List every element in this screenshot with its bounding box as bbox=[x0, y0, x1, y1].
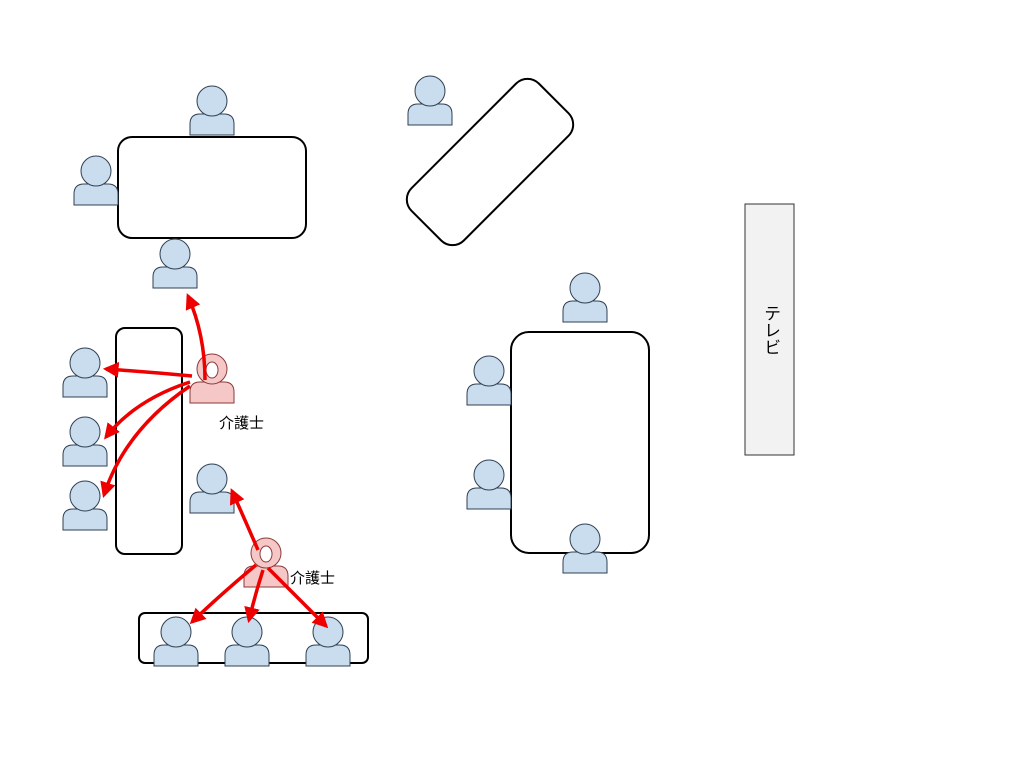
resident-person-7 bbox=[62, 480, 108, 531]
arrow-cg1-to-top-seat bbox=[185, 293, 207, 381]
caregiver-face bbox=[205, 361, 219, 379]
resident-person-8 bbox=[189, 463, 235, 514]
resident-person-3 bbox=[152, 238, 198, 289]
caregiver-label-1: 介護士 bbox=[219, 414, 264, 432]
arrows-group bbox=[100, 293, 329, 629]
resident-person-14 bbox=[224, 616, 270, 667]
arrow-cg2-to-upper-seat bbox=[229, 488, 260, 551]
table-right bbox=[510, 331, 650, 554]
caregiver-label-2: 介護士 bbox=[290, 569, 335, 587]
resident-person-11 bbox=[466, 459, 512, 510]
resident-person-1 bbox=[189, 85, 235, 136]
caregiver-person-2 bbox=[243, 537, 289, 588]
arrow-cg2-to-bottom-seat-3 bbox=[266, 566, 329, 629]
arrow-cg1-to-left-seat-1 bbox=[102, 362, 193, 378]
table-rotated bbox=[405, 77, 575, 247]
resident-person-9 bbox=[562, 272, 608, 323]
resident-person-2 bbox=[73, 155, 119, 206]
arrow-cg1-to-left-seat-3 bbox=[100, 384, 191, 498]
resident-person-4 bbox=[407, 75, 453, 126]
tv-box bbox=[744, 203, 795, 456]
arrow-cg2-to-bottom-seat-1 bbox=[189, 563, 258, 625]
table-left-vertical bbox=[115, 327, 183, 555]
arrow-cg1-to-left-seat-2 bbox=[104, 380, 191, 440]
table-top-left bbox=[117, 136, 307, 239]
resident-person-10 bbox=[466, 355, 512, 406]
resident-person-5 bbox=[62, 347, 108, 398]
resident-person-12 bbox=[562, 523, 608, 574]
resident-person-13 bbox=[153, 616, 199, 667]
caregiver-face bbox=[259, 545, 273, 563]
tv-label: テレビ bbox=[760, 305, 780, 356]
caregiver-person-1 bbox=[189, 353, 235, 404]
arrow-cg2-to-bottom-seat-2 bbox=[244, 569, 265, 624]
residents-group bbox=[62, 75, 608, 667]
resident-person-6 bbox=[62, 416, 108, 467]
